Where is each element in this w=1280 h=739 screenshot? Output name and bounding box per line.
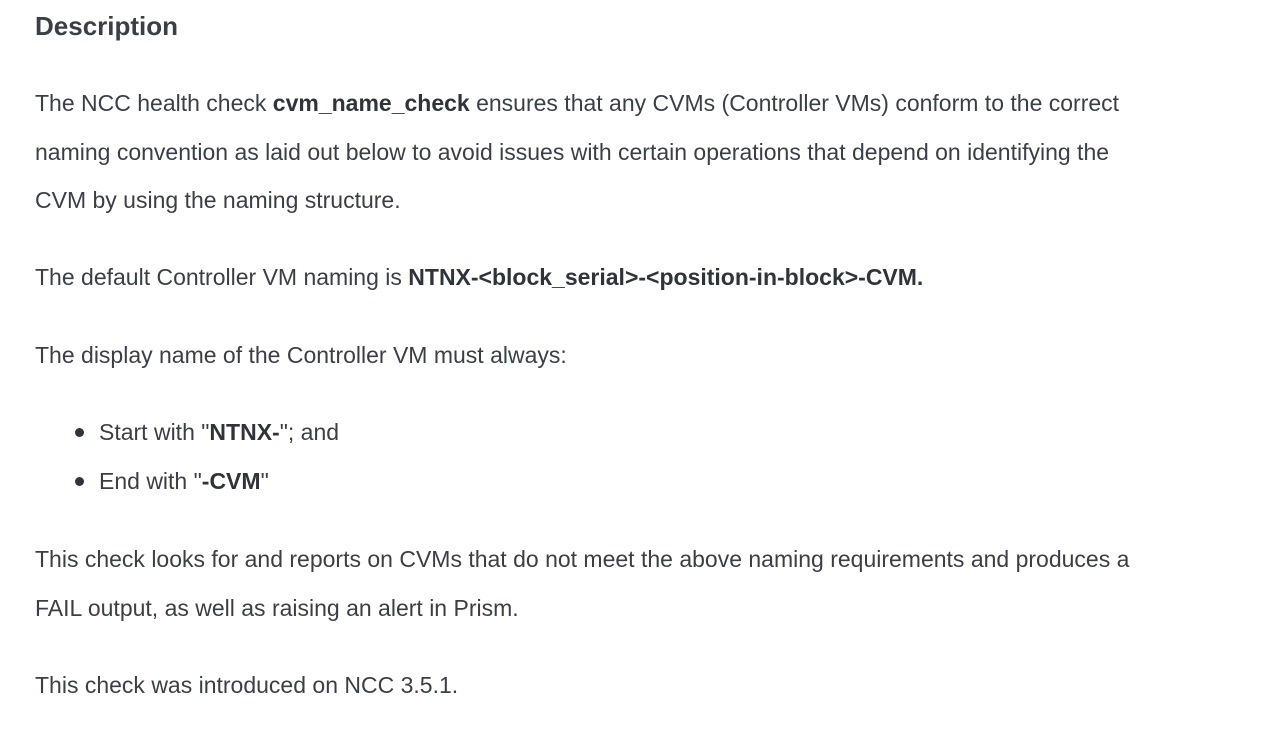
rule-prefix-value: NTNX- bbox=[209, 419, 280, 445]
rule-text-after: " bbox=[260, 467, 269, 494]
intro-line3: CVM by using the naming structure. bbox=[35, 187, 401, 213]
list-item: End with "-CVM" bbox=[75, 457, 339, 506]
check-behavior-line1: This check looks for and reports on CVMs… bbox=[35, 546, 1130, 572]
display-name-intro: The display name of the Controller VM mu… bbox=[35, 342, 567, 368]
default-naming-paragraph: The default Controller VM naming is NTNX… bbox=[35, 253, 923, 302]
introduced-version-paragraph: This check was introduced on NCC 3.5.1. bbox=[35, 672, 459, 698]
rule-suffix-value: -CVM bbox=[201, 467, 261, 494]
check-name: cvm_name_check bbox=[272, 90, 470, 116]
intro-text-before: The NCC health check bbox=[35, 90, 273, 116]
rule-text-before: End with " bbox=[99, 467, 202, 494]
bullet-icon bbox=[75, 428, 84, 437]
check-behavior-paragraph: This check looks for and reports on CVMs… bbox=[35, 535, 1129, 632]
rule-text-before: Start with " bbox=[99, 419, 210, 445]
default-naming-pattern: NTNX-<block_serial>-<position-in-block>-… bbox=[408, 264, 924, 290]
section-heading: Description bbox=[35, 11, 179, 41]
check-behavior-line2: FAIL output, as well as raising an alert… bbox=[35, 594, 519, 621]
intro-paragraph: The NCC health check cvm_name_check ensu… bbox=[35, 79, 1119, 225]
intro-line1-after: ensures that any CVMs (Controller VMs) c… bbox=[469, 90, 1120, 116]
default-naming-prefix: The default Controller VM naming is bbox=[35, 264, 409, 290]
bullet-icon bbox=[75, 476, 84, 486]
intro-line2: naming convention as laid out below to a… bbox=[35, 138, 1110, 165]
naming-rules-list: Start with "NTNX-"; and End with "-CVM" bbox=[75, 408, 339, 505]
rule-text-after: "; and bbox=[279, 419, 340, 445]
list-item: Start with "NTNX-"; and bbox=[75, 408, 339, 457]
